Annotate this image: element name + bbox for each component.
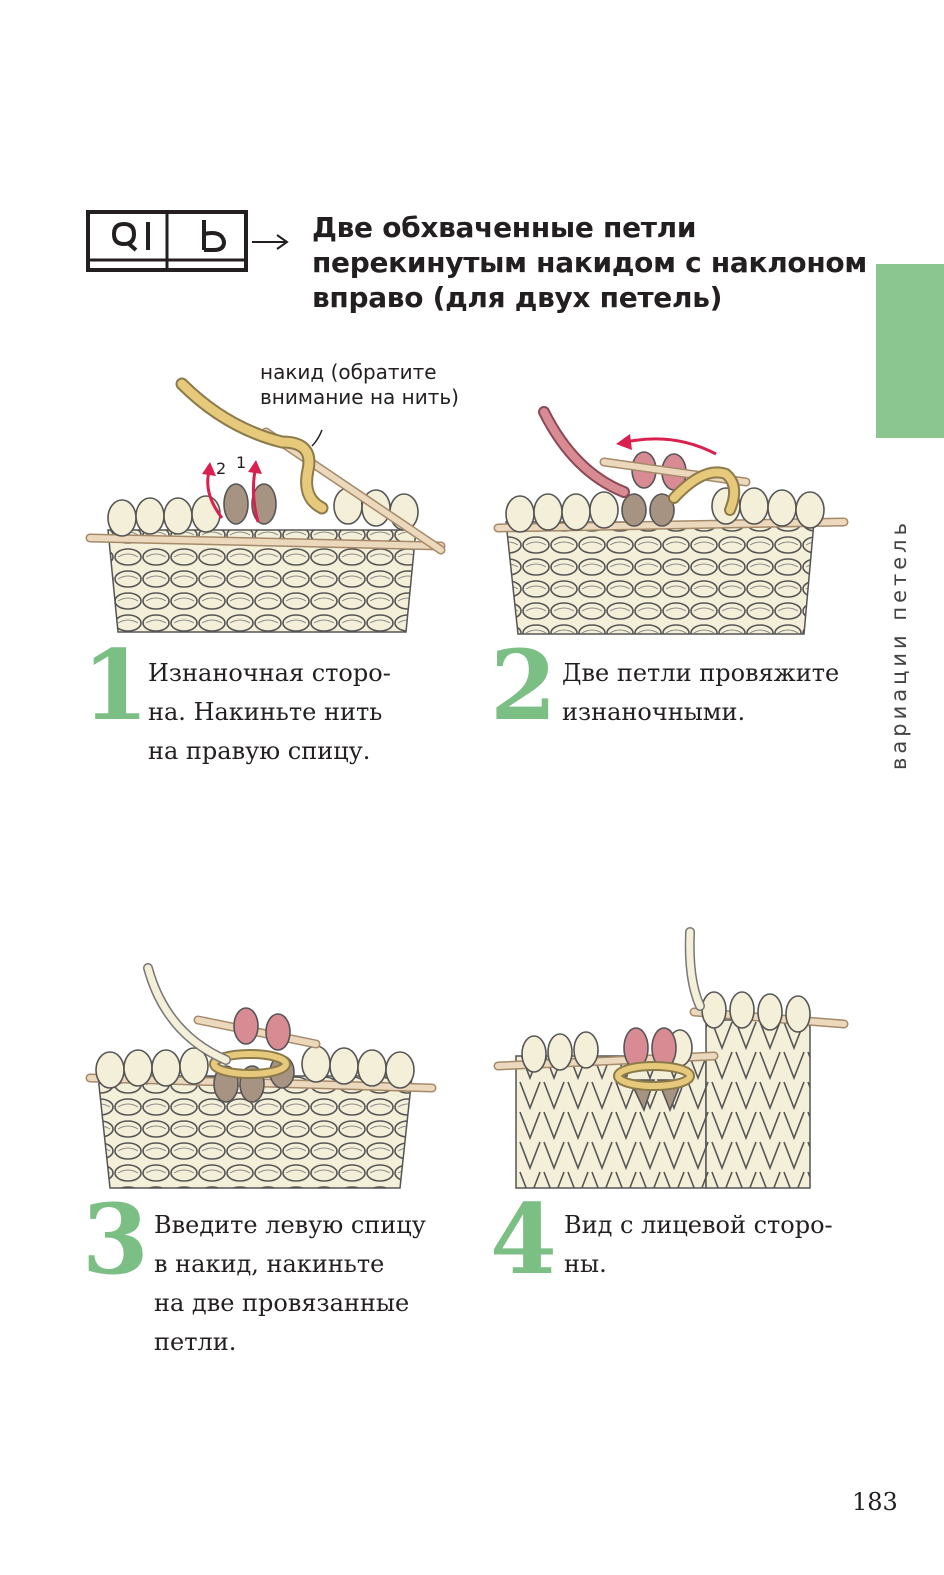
section-label: вариации петель (887, 519, 911, 770)
annotation-line: внимание на нить) (260, 385, 459, 409)
page-number: 183 (852, 1488, 898, 1516)
step-description: Изнаночная сторо- на. Накиньте нить на п… (148, 654, 391, 771)
title-line: перекинутым накидом с наклоном (312, 246, 867, 279)
step-description: Две петли провяжите изнаночными. (562, 654, 839, 732)
purl-side-yarn-over-illustration: 2 1 (85, 377, 446, 633)
step-line: Вид с лицевой сторо- (564, 1211, 833, 1239)
step-description: Вид с лицевой сторо- ны. (564, 1206, 833, 1284)
step-line: на. Накиньте нить (148, 698, 383, 726)
section-tab (876, 264, 944, 438)
title-line: вправо (для двух петель) (312, 281, 723, 314)
purl-two-stitches-illustration (493, 406, 849, 635)
step-number: 4 (490, 1183, 557, 1296)
title-line: Две обхваченные петли (312, 211, 697, 244)
arrow-label-1: 1 (236, 453, 246, 472)
step-line: изнаночными. (562, 698, 746, 726)
step-line: Две петли провяжите (562, 659, 840, 687)
annotation-line: накид (обратите (260, 360, 437, 384)
step-line: Изнаночная сторо- (148, 659, 391, 687)
page-title: Две обхваченные петли перекинутым накидо… (312, 210, 872, 315)
step-line: ны. (564, 1250, 607, 1278)
right-arrow-icon (252, 234, 289, 250)
step-number: 2 (490, 629, 557, 742)
step-number: 1 (82, 629, 149, 742)
step-line: Введите левую спицу (154, 1211, 426, 1239)
step-number: 3 (82, 1183, 149, 1296)
step-line: на правую спицу. (148, 737, 371, 765)
right-side-view-illustration (493, 927, 849, 1189)
step-line: в накид, накиньте (154, 1250, 385, 1278)
step-description: Введите левую спицу в накид, накиньте на… (154, 1206, 426, 1362)
lift-yarn-over-illustration (85, 963, 437, 1189)
arrow-label-2: 2 (216, 459, 226, 478)
knitting-chart-symbol-icon (86, 210, 248, 272)
yarn-over-annotation: накид (обратите внимание на нить) (260, 360, 459, 410)
step-line: на две провязанные (154, 1289, 410, 1317)
step-line: петли. (154, 1328, 237, 1356)
